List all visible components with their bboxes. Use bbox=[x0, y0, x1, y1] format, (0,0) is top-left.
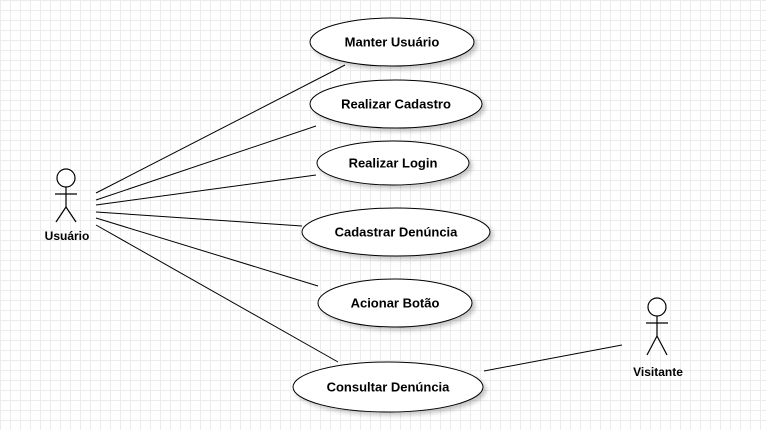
use-case-realizar-login[interactable]: Realizar Login bbox=[316, 140, 470, 186]
actor-label-visitante: Visitante bbox=[633, 365, 683, 379]
actor-usuario[interactable] bbox=[55, 168, 77, 223]
association-usuario-realizar-cadastro[interactable] bbox=[95, 125, 317, 201]
use-case-label: Realizar Cadastro bbox=[341, 97, 451, 112]
actor-label-usuario: Usuário bbox=[45, 229, 90, 243]
association-usuario-manter-usuario[interactable] bbox=[95, 64, 346, 194]
association-visitante-consultar-denuncia[interactable] bbox=[483, 344, 623, 372]
association-usuario-consultar-denuncia[interactable] bbox=[95, 224, 339, 363]
use-case-label: Consultar Denúncia bbox=[327, 380, 451, 395]
use-case-label: Cadastrar Denúncia bbox=[335, 225, 459, 240]
use-case-cadastrar-denuncia[interactable]: Cadastrar Denúncia bbox=[301, 207, 491, 257]
use-case-acionar-botao[interactable]: Acionar Botão bbox=[317, 278, 473, 328]
use-case-consultar-denuncia[interactable]: Consultar Denúncia bbox=[292, 361, 484, 413]
association-usuario-acionar-botao[interactable] bbox=[95, 217, 319, 287]
use-case-realizar-cadastro[interactable]: Realizar Cadastro bbox=[309, 79, 483, 129]
associations bbox=[95, 64, 623, 372]
association-usuario-cadastrar-denuncia[interactable] bbox=[95, 211, 303, 227]
use-case-label: Acionar Botão bbox=[351, 296, 440, 311]
actor-head-icon bbox=[56, 168, 76, 188]
actor-visitante[interactable] bbox=[646, 297, 668, 356]
use-case-label: Realizar Login bbox=[349, 156, 438, 171]
use-case-manter-usuario[interactable]: Manter Usuário bbox=[309, 17, 475, 67]
use-case-label: Manter Usuário bbox=[345, 35, 440, 50]
association-usuario-realizar-login[interactable] bbox=[95, 174, 317, 206]
actor-head-icon bbox=[647, 297, 667, 317]
